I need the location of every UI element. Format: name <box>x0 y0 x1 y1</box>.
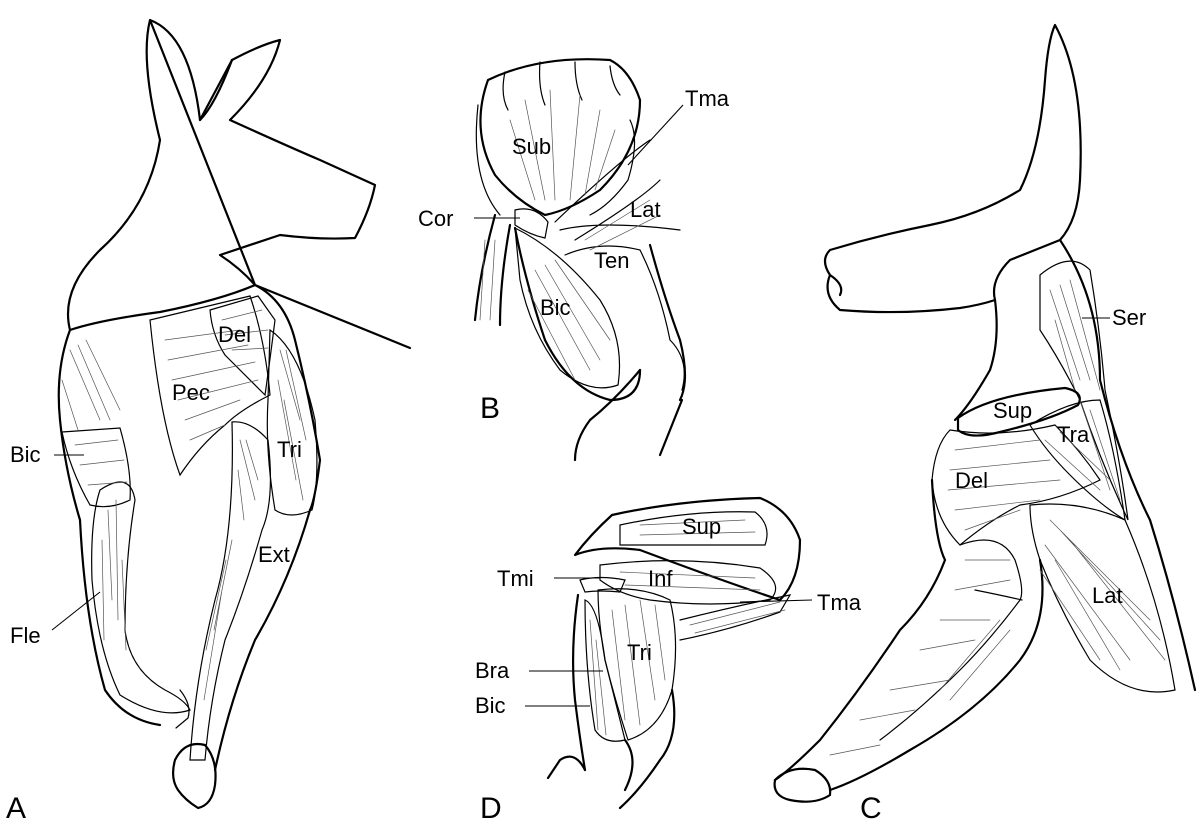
panel-d-letter: D <box>480 792 502 825</box>
label-a-ext: Ext <box>258 542 290 567</box>
label-a-bic: Bic <box>10 442 41 467</box>
label-a-del: Del <box>218 322 251 347</box>
label-d-tma: Tma <box>817 590 862 615</box>
label-b-cor: Cor <box>418 206 453 231</box>
label-d-bic: Bic <box>475 693 506 718</box>
label-a-pec: Pec <box>172 380 210 405</box>
label-c-ser: Ser <box>1112 305 1146 330</box>
label-d-tri: Tri <box>627 640 652 665</box>
label-c-sup: Sup <box>993 398 1032 423</box>
label-b-tma: Tma <box>685 86 730 111</box>
label-c-tra: Tra <box>1057 422 1090 447</box>
label-d-bra: Bra <box>475 658 510 683</box>
label-b-ten: Ten <box>594 248 629 273</box>
label-b-bic: Bic <box>540 295 571 320</box>
label-d-inf: Inf <box>648 566 673 591</box>
label-d-tmi: Tmi <box>497 566 534 591</box>
label-c-lat: Lat <box>1092 583 1123 608</box>
label-b-sub: Sub <box>512 134 551 159</box>
label-a-fle: Fle <box>10 623 41 648</box>
panel-c-letter: C <box>860 792 882 825</box>
label-d-sup: Sup <box>682 514 721 539</box>
panel-a-letter: A <box>6 792 26 825</box>
label-b-lat: Lat <box>630 197 661 222</box>
label-c-del: Del <box>955 468 988 493</box>
label-a-tri: Tri <box>277 437 302 462</box>
panel-b-letter: B <box>480 392 500 425</box>
